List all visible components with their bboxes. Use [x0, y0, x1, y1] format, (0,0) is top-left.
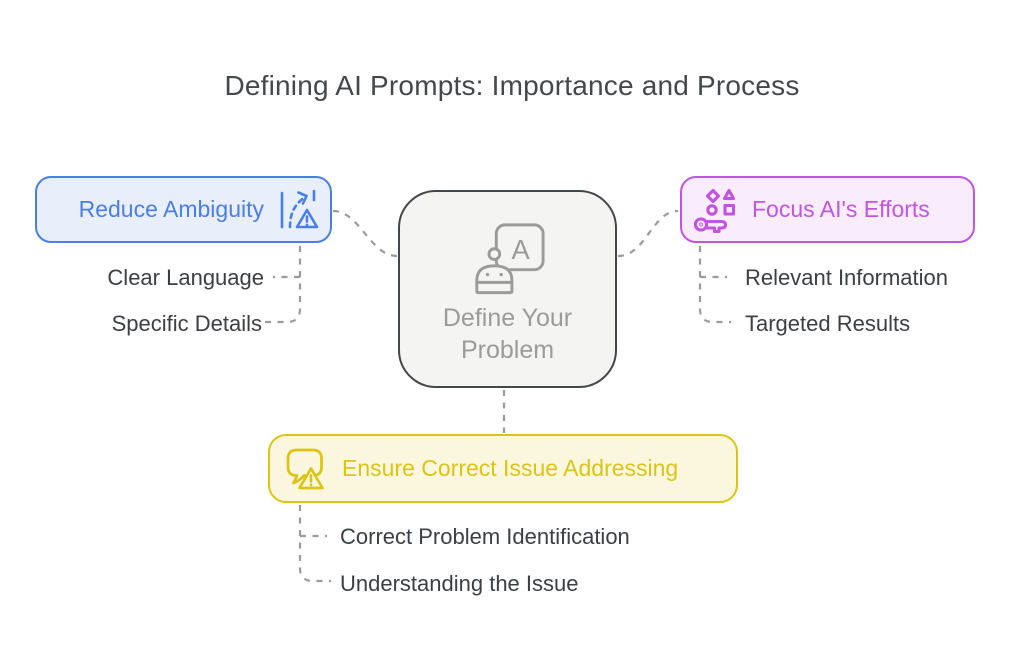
subitem-specific-details: Specific Details	[111, 311, 262, 336]
node-reduce-ambiguity-label: Reduce Ambiguity	[78, 196, 264, 222]
page-title: Defining AI Prompts: Importance and Proc…	[224, 70, 800, 101]
chat-warning-icon	[286, 448, 324, 489]
ai-robot-frame-icon: A	[474, 223, 545, 295]
route-warning-icon	[280, 189, 319, 228]
node-define-your-problem-label: Define Your Problem	[442, 304, 573, 364]
svg-text:A: A	[511, 234, 530, 265]
subitem-relevant-information: Relevant Information	[745, 265, 948, 290]
node-focus-ai-efforts-label: Focus AI's Efforts	[752, 196, 930, 222]
node-define-your-problem: A Define Your Problem	[398, 190, 617, 388]
node-focus-ai-efforts: Focus AI's Efforts	[680, 176, 975, 243]
key-shapes-icon	[693, 188, 736, 233]
node-ensure-correct-issue-label: Ensure Correct Issue Addressing	[342, 455, 679, 481]
node-reduce-ambiguity: Reduce Ambiguity	[35, 176, 332, 243]
subitem-correct-problem-identification: Correct Problem Identification	[340, 524, 630, 549]
subitem-understanding-the-issue: Understanding the Issue	[340, 571, 579, 596]
subitem-clear-language: Clear Language	[107, 265, 264, 290]
node-ensure-correct-issue: Ensure Correct Issue Addressing	[268, 434, 738, 503]
subitem-targeted-results: Targeted Results	[745, 311, 911, 336]
